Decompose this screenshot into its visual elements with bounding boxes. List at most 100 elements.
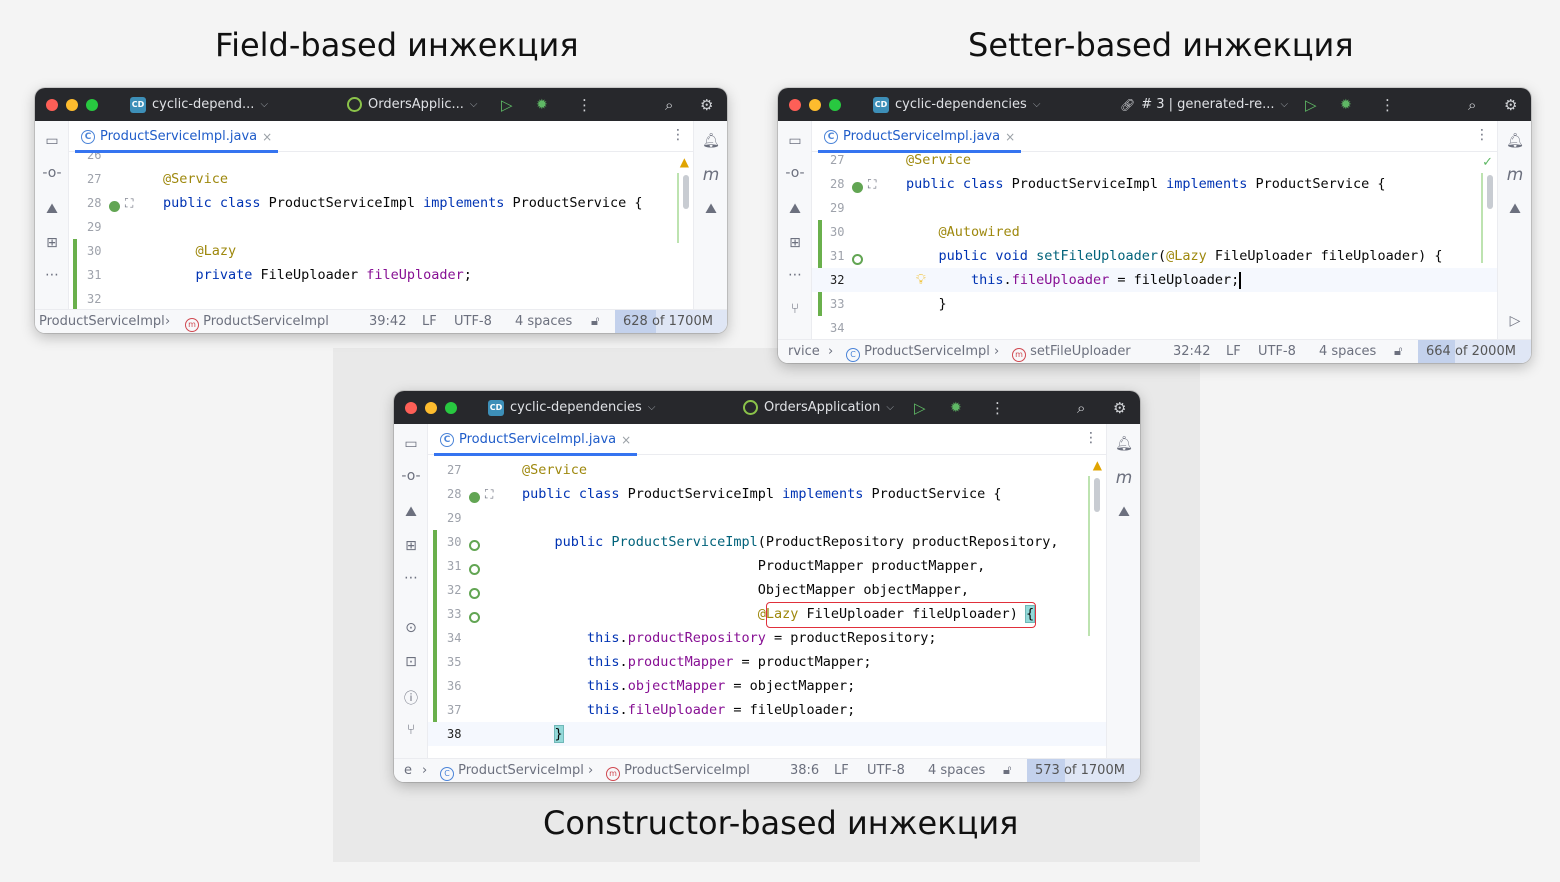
zoom-window-button[interactable] xyxy=(86,99,98,111)
code-line[interactable]: 31 private FileUploader fileUploader; xyxy=(69,263,693,287)
line-separator[interactable]: LF xyxy=(834,763,849,778)
line-number[interactable]: 31 xyxy=(447,559,462,573)
line-number[interactable]: 27 xyxy=(447,463,462,477)
warning-icon[interactable]: ▲ xyxy=(1092,458,1102,472)
gear-icon[interactable]: ⚙ xyxy=(700,95,714,114)
line-number[interactable]: 38 xyxy=(447,727,462,741)
spring-bean-icon[interactable] xyxy=(109,197,120,221)
project-folder-icon[interactable]: ▭ xyxy=(788,133,802,149)
commit-icon[interactable]: -o- xyxy=(42,165,62,181)
memory-indicator[interactable]: 573 of 1700M xyxy=(1027,759,1140,782)
search-icon[interactable]: ⌕ xyxy=(665,95,674,114)
zoom-window-button[interactable] xyxy=(829,99,841,111)
close-icon[interactable]: × xyxy=(1005,129,1016,144)
breadcrumb-package[interactable]: rvice xyxy=(788,340,820,363)
close-icon[interactable]: × xyxy=(621,432,632,447)
debug-icon[interactable]: ✹ xyxy=(536,96,548,113)
line-number[interactable]: 28 xyxy=(447,487,462,501)
implementation-icon[interactable]: ⛶ xyxy=(125,196,134,210)
spring-tool-icon[interactable]: ⛰ xyxy=(46,201,58,217)
tab-options-icon[interactable]: ⋮ xyxy=(1084,430,1098,446)
project-selector[interactable]: CD cyclic-dependencies ⌵ xyxy=(873,88,1040,121)
maven-icon[interactable]: m xyxy=(702,165,720,185)
line-number[interactable]: 33 xyxy=(447,607,462,621)
spring-bean-icon[interactable] xyxy=(852,178,863,202)
debug-icon[interactable]: ✹ xyxy=(1340,96,1352,113)
scrollbar-thumb[interactable] xyxy=(683,175,689,209)
run-tool-icon[interactable]: ▷ xyxy=(1509,313,1521,329)
code-line[interactable]: 27@Service xyxy=(69,167,693,191)
notifications-icon[interactable]: 🔔︎ xyxy=(1115,436,1133,452)
file-encoding[interactable]: UTF-8 xyxy=(454,314,492,329)
problems-icon[interactable]: ⓘ xyxy=(404,691,418,707)
close-icon[interactable]: × xyxy=(262,129,273,144)
code-line[interactable]: 32 ObjectMapper objectMapper, xyxy=(428,578,1106,602)
memory-indicator[interactable]: 664 of 2000M xyxy=(1418,340,1531,363)
no-problems-icon[interactable]: ✓ xyxy=(1482,155,1493,170)
line-number[interactable]: 30 xyxy=(830,225,845,239)
code-line[interactable]: 31 public void setFileUploader(@Lazy Fil… xyxy=(812,244,1497,268)
indent-setting[interactable]: 4 spaces xyxy=(928,763,986,778)
spring-injection-icon[interactable] xyxy=(852,250,863,274)
line-number[interactable]: 32 xyxy=(830,273,845,287)
code-line[interactable]: 30 @Autowired xyxy=(812,220,1497,244)
project-selector[interactable]: CD cyclic-depend... ⌵ xyxy=(130,88,268,121)
notifications-icon[interactable]: 🔔︎ xyxy=(702,133,720,149)
close-window-button[interactable] xyxy=(789,99,801,111)
maven-icon[interactable]: m xyxy=(1506,165,1524,185)
code-line[interactable]: 30 @Lazy xyxy=(69,239,693,263)
run-config-selector[interactable]: OrdersApplic... ⌵ xyxy=(347,88,477,121)
lock-icon[interactable]: 🔓︎ xyxy=(1003,763,1012,778)
line-number[interactable]: 26 xyxy=(87,153,102,162)
lock-icon[interactable]: 🔓︎ xyxy=(1394,344,1403,359)
line-number[interactable]: 32 xyxy=(87,292,102,306)
code-line[interactable]: 32 xyxy=(69,287,693,309)
code-line[interactable]: 31 ProductMapper productMapper, xyxy=(428,554,1106,578)
search-icon[interactable]: ⌕ xyxy=(1468,95,1477,114)
breadcrumb-class[interactable]: C ProductServiceImpl xyxy=(846,340,990,363)
line-number[interactable]: 29 xyxy=(87,220,102,234)
line-number[interactable]: 28 xyxy=(87,196,102,210)
line-number[interactable]: 27 xyxy=(830,153,845,167)
commit-icon[interactable]: -o- xyxy=(401,468,421,484)
line-number[interactable]: 31 xyxy=(87,268,102,282)
more-tools-icon[interactable]: ⋯ xyxy=(404,570,418,586)
code-line[interactable]: 36 this.objectMapper = objectMapper; xyxy=(428,674,1106,698)
breadcrumb-method[interactable]: m ProductServiceImpl xyxy=(185,310,329,333)
code-line[interactable]: 35 this.productMapper = productMapper; xyxy=(428,650,1106,674)
breadcrumb-method[interactable]: m setFileUploader xyxy=(1012,340,1131,363)
breadcrumb-package[interactable]: e xyxy=(404,759,412,782)
caret-position[interactable]: 32:42 xyxy=(1173,344,1211,359)
structure-icon[interactable]: ⊞ xyxy=(46,235,58,251)
line-number[interactable]: 29 xyxy=(830,201,845,215)
more-actions-icon[interactable]: ⋮ xyxy=(577,95,592,114)
structure-icon[interactable]: ⊞ xyxy=(405,538,417,554)
spring-tool-icon[interactable]: ⛰ xyxy=(789,201,801,217)
minimize-window-button[interactable] xyxy=(809,99,821,111)
scrollbar-thumb[interactable] xyxy=(1094,478,1100,512)
tab-options-icon[interactable]: ⋮ xyxy=(671,127,685,143)
line-number[interactable]: 34 xyxy=(830,321,845,335)
line-number[interactable]: 32 xyxy=(447,583,462,597)
minimize-window-button[interactable] xyxy=(66,99,78,111)
more-actions-icon[interactable]: ⋮ xyxy=(1380,95,1395,114)
run-config-selector[interactable]: 🔗︎ # 3 | generated-re... ⌵ xyxy=(1120,88,1288,121)
terminal-icon[interactable]: ⊡ xyxy=(405,654,417,670)
caret-position[interactable]: 39:42 xyxy=(369,314,407,329)
spring-injection-icon[interactable] xyxy=(469,536,480,560)
editor-tab[interactable]: C ProductServiceImpl.java × xyxy=(75,121,279,153)
line-number[interactable]: 29 xyxy=(447,511,462,525)
spring-injection-icon[interactable] xyxy=(469,560,480,584)
code-line[interactable]: 34 xyxy=(812,316,1497,339)
breadcrumb-class[interactable]: C ProductServiceImpl xyxy=(440,759,584,782)
structure-icon[interactable]: ⊞ xyxy=(789,235,801,251)
gear-icon[interactable]: ⚙ xyxy=(1504,95,1518,114)
editor-tab[interactable]: C ProductServiceImpl.java × xyxy=(818,121,1022,153)
code-line[interactable]: 37 this.fileUploader = fileUploader; xyxy=(428,698,1106,722)
line-number[interactable]: 34 xyxy=(447,631,462,645)
